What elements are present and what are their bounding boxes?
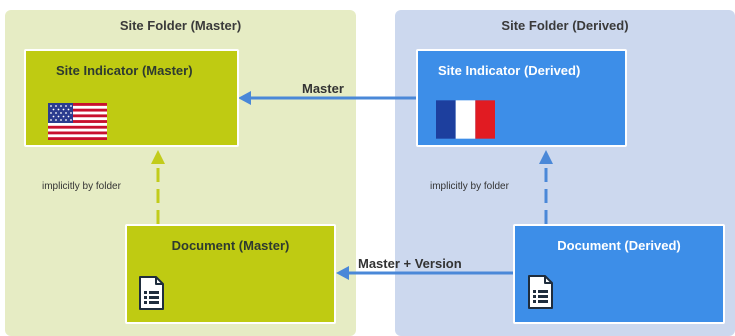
master-version-arrow-label: Master + Version [358,256,462,271]
document-list-icon [528,275,553,309]
master-arrowhead [238,91,251,105]
implicit-right-label: implicitly by folder [430,181,509,192]
france-flag-icon [436,100,495,139]
site-indicator-master-label: Site Indicator (Master) [56,63,193,78]
implicit-right-arrowhead [539,150,553,164]
master-version-arrowhead [336,266,349,280]
implicit-left-arrowhead [151,150,165,164]
site-indicator-master-box: Site Indicator (Master) [24,49,239,147]
document-derived-box: Document (Derived) [513,224,725,324]
site-indicator-derived-box: Site Indicator (Derived) [416,49,627,147]
us-flag-icon [48,103,107,140]
site-folder-derived-title: Site Folder (Derived) [501,18,629,33]
implicit-left-label: implicitly by folder [42,181,121,192]
document-master-box: Document (Master) [125,224,336,324]
master-arrow-label: Master [302,81,344,96]
site-folder-master-title: Site Folder (Master) [119,18,242,33]
document-list-icon [139,276,164,310]
document-master-label: Document (Master) [171,238,290,253]
site-indicator-derived-label: Site Indicator (Derived) [438,63,581,78]
document-derived-label: Document (Derived) [557,238,681,253]
